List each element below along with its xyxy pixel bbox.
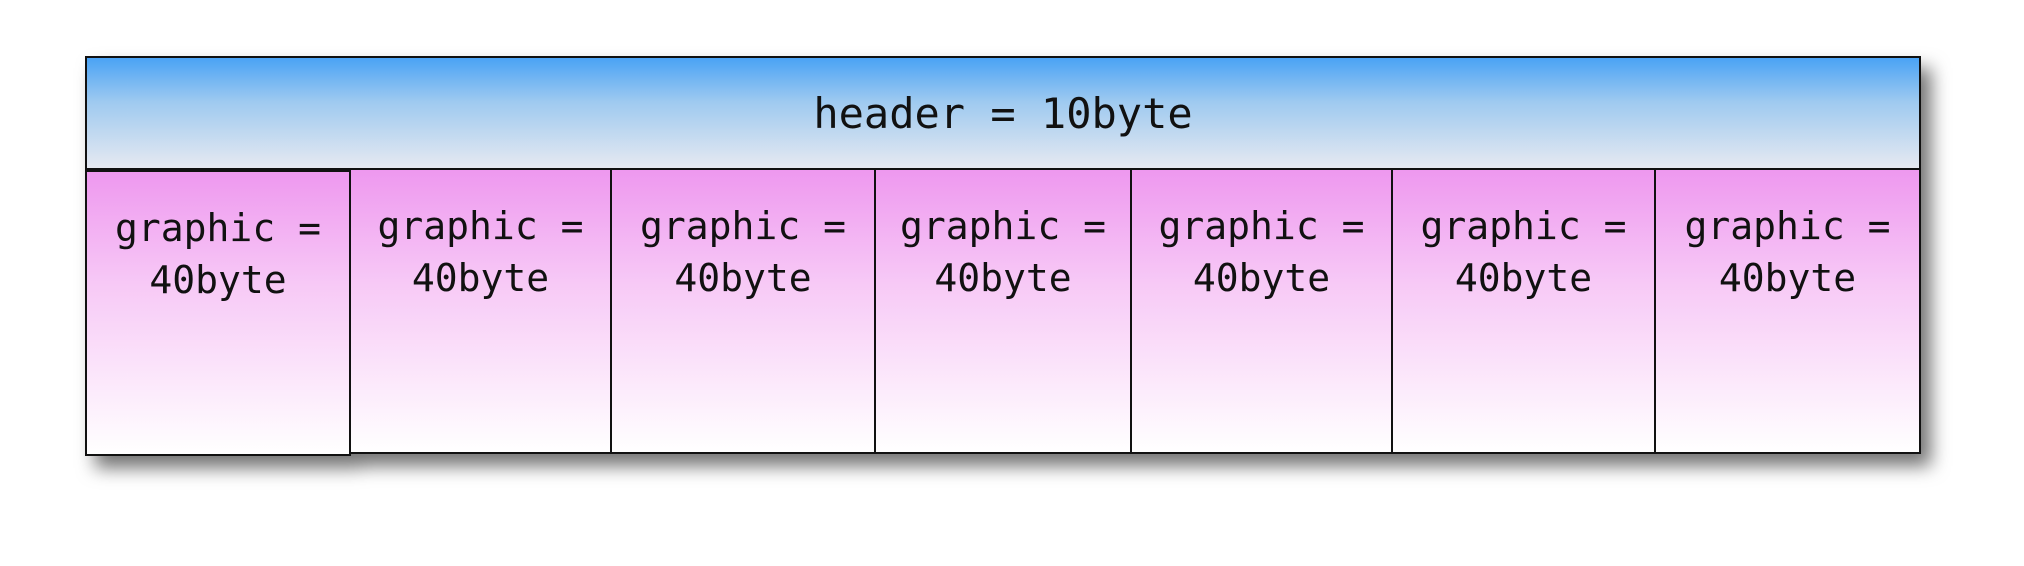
graphic-block-label: graphic = 40byte <box>115 206 321 302</box>
graphic-block-6: graphic = 40byte <box>1391 168 1656 454</box>
memory-layout-diagram: header = 10byte graphic = 40byte graphic… <box>85 56 1921 456</box>
graphic-block-2: graphic = 40byte <box>349 168 612 454</box>
graphic-block-5: graphic = 40byte <box>1130 168 1393 454</box>
graphic-block-label: graphic = 40byte <box>640 204 846 300</box>
graphic-block-4: graphic = 40byte <box>874 168 1132 454</box>
graphic-block-label: graphic = 40byte <box>1158 204 1365 300</box>
graphic-block-label: graphic = 40byte <box>900 204 1106 300</box>
graphic-block-7: graphic = 40byte <box>1654 168 1921 454</box>
graphic-block-label: graphic = 40byte <box>377 204 584 300</box>
graphic-block-label: graphic = 40byte <box>1684 204 1891 300</box>
graphic-block-3: graphic = 40byte <box>610 168 876 454</box>
header-block: header = 10byte <box>85 56 1921 170</box>
header-label: header = 10byte <box>813 88 1193 138</box>
graphic-block-1: graphic = 40byte <box>85 170 351 456</box>
graphic-block-label: graphic = 40byte <box>1420 204 1627 300</box>
